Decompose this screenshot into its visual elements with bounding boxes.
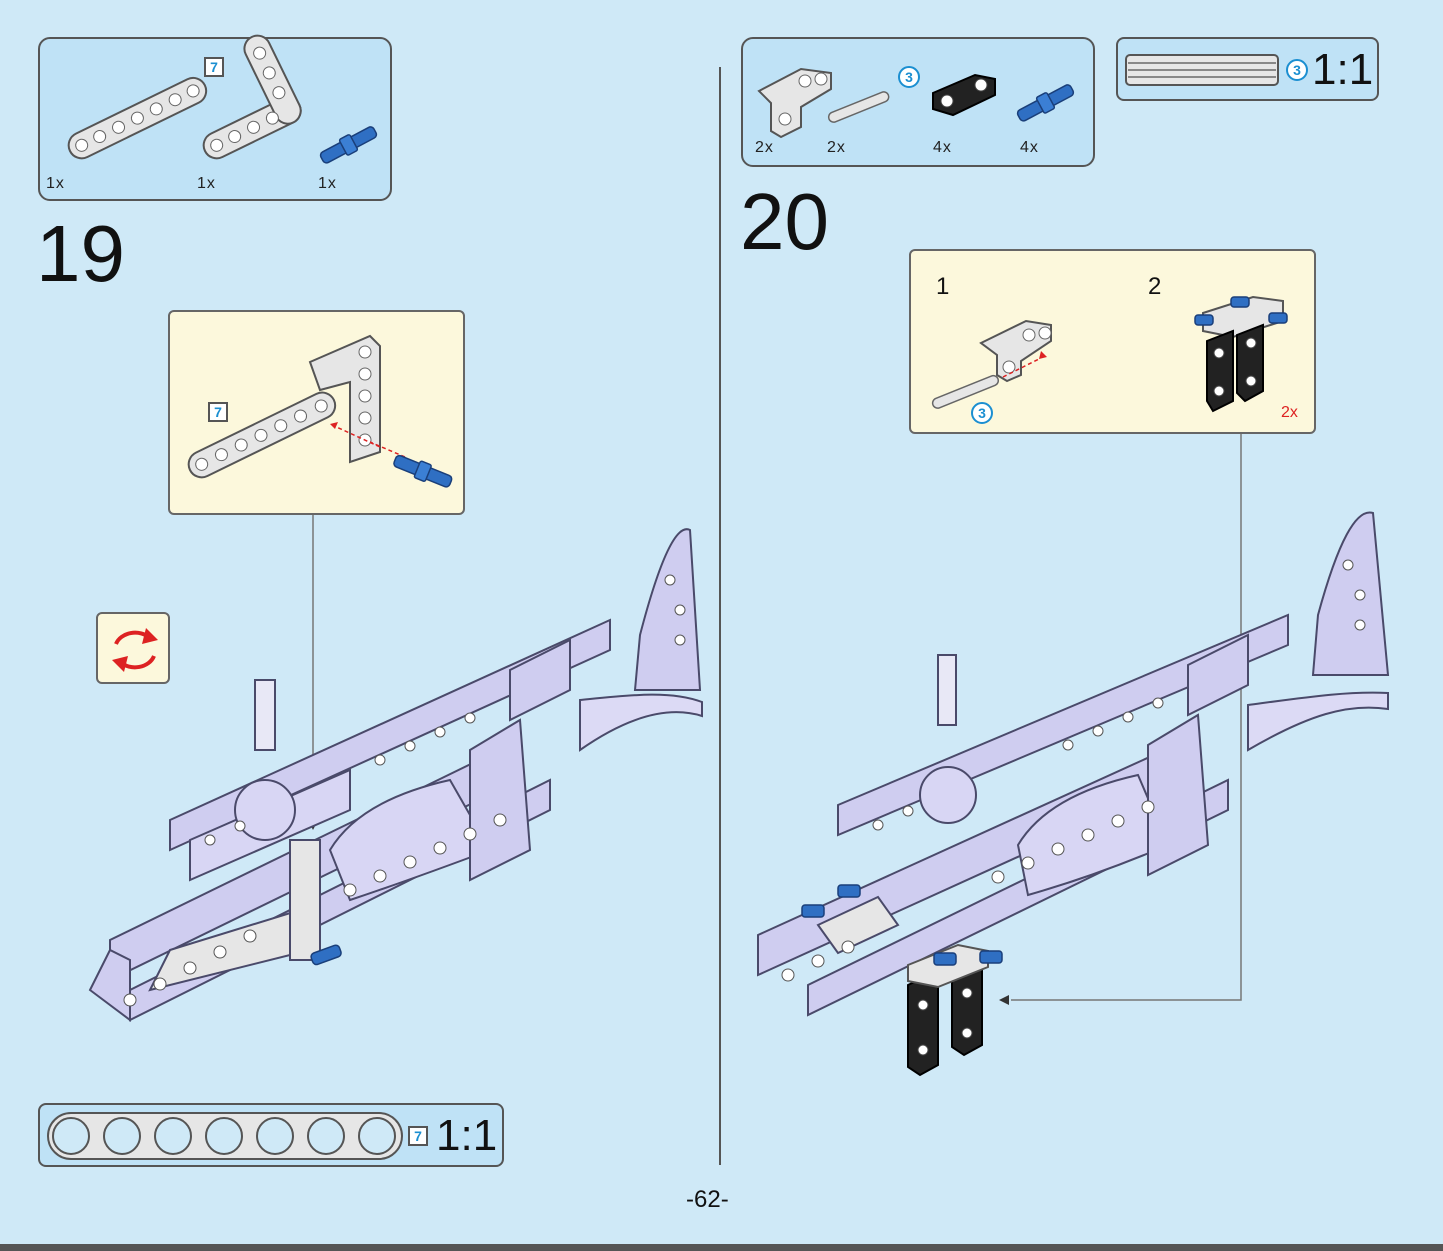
repeat-count: 2x	[1281, 404, 1298, 421]
blue-pin-part	[1016, 84, 1075, 122]
l-beam-part	[202, 34, 302, 160]
part-qty: 4x	[1020, 139, 1039, 156]
step20-subassembly-callout: 1 2 3 2x	[909, 249, 1316, 434]
part-qty: 2x	[827, 139, 846, 156]
scale-label: 1:1	[1312, 45, 1374, 94]
part-qty: 1x	[197, 175, 216, 192]
blue-pin-part	[319, 126, 378, 164]
substep2-illustration	[1194, 295, 1288, 413]
step19-subassembly-callout: 7	[168, 310, 465, 515]
substep-number: 1	[936, 273, 950, 300]
part-length-badge: 7	[208, 402, 228, 422]
bottom-border	[0, 1244, 1443, 1251]
step20-length-ruler: 3 1:1	[1116, 37, 1379, 101]
step20-model-illustration	[757, 511, 1390, 1077]
step19-parts-panel: 7 1x 1x 1x	[38, 34, 392, 201]
rotate-icon	[96, 612, 170, 684]
black-connector-part	[932, 73, 996, 117]
step19-length-ruler: 7 1:1	[38, 1103, 504, 1167]
substep-number: 2	[1148, 273, 1162, 300]
beam-7-part	[67, 76, 208, 160]
column-divider	[719, 67, 721, 1165]
part-qty: 1x	[318, 175, 337, 192]
callout-leader-line	[999, 434, 1242, 1005]
page-number: -62-	[686, 1186, 729, 1213]
subassembly-illustration	[187, 334, 453, 488]
grey-connector-part	[757, 67, 832, 139]
part-qty: 4x	[933, 139, 952, 156]
part-qty: 2x	[755, 139, 774, 156]
part-length-badge: 3	[898, 66, 920, 88]
part-length-badge: 3	[1286, 59, 1308, 81]
part-length-badge: 3	[971, 402, 993, 424]
step20-parts-panel: 3 2x 2x 4x 4x	[741, 37, 1095, 167]
step19-model-illustration	[88, 528, 703, 1022]
step-number: 19	[36, 209, 125, 298]
axle-part	[827, 91, 890, 123]
part-length-badge: 7	[408, 1126, 428, 1146]
scale-label: 1:1	[436, 1111, 498, 1160]
substep1-illustration	[931, 319, 1052, 409]
part-qty: 1x	[46, 175, 65, 192]
step-number: 20	[740, 177, 829, 266]
part-length-badge: 7	[204, 57, 224, 77]
